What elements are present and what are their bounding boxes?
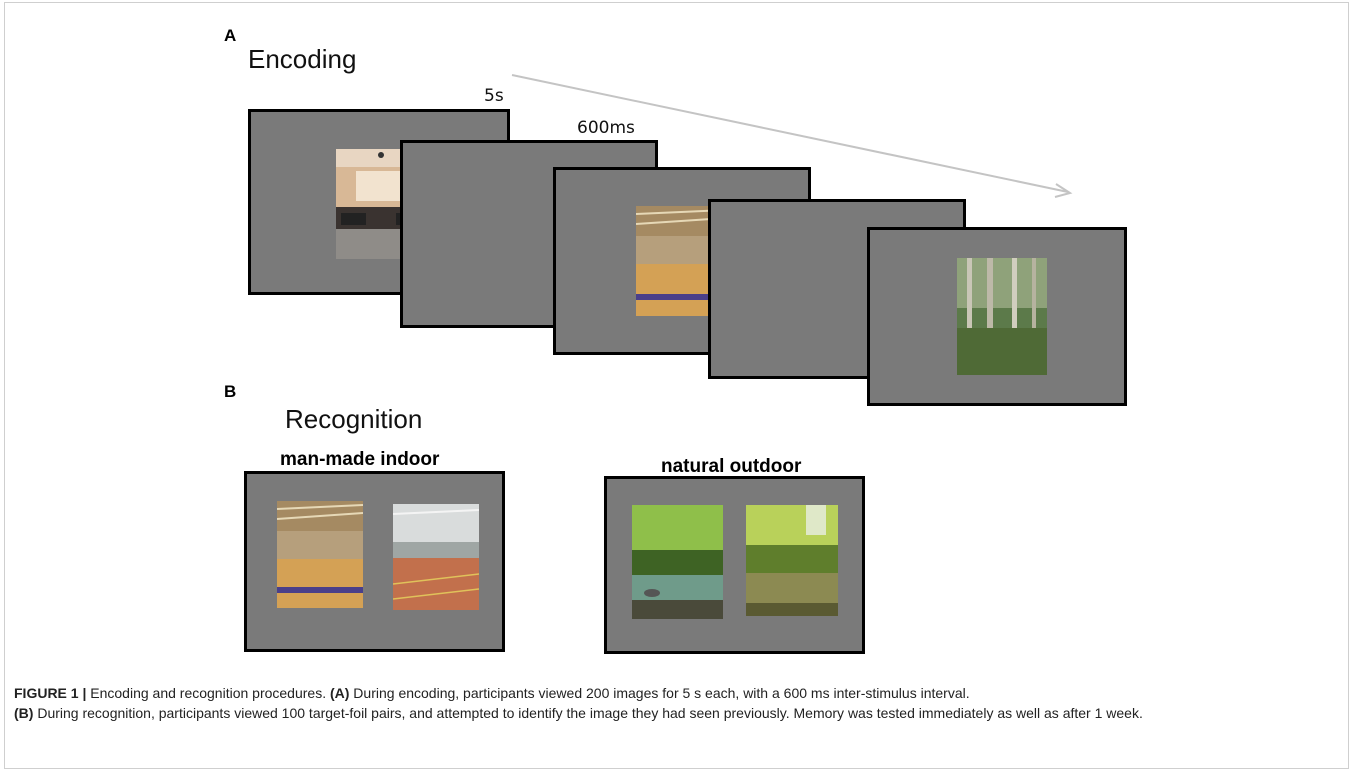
- timing-isi-label: 600ms: [577, 118, 635, 138]
- stream-image-foil: [746, 505, 838, 616]
- caption-intro: Encoding and recognition procedures.: [86, 685, 330, 701]
- recognition-screen-outdoor: [604, 476, 865, 654]
- caption-a-tag: (A): [329, 685, 350, 701]
- stream-image-target: [632, 505, 723, 619]
- figure-label: FIGURE 1 |: [14, 685, 87, 701]
- natural-outdoor-label: natural outdoor: [661, 456, 802, 477]
- recognition-screen-indoor: [244, 471, 505, 652]
- caption-b-text: During recognition, participants viewed …: [33, 705, 1143, 721]
- panel-a-letter: A: [224, 26, 237, 45]
- encoding-screen-5: [867, 227, 1127, 406]
- caption-a-text: During encoding, participants viewed 200…: [349, 685, 970, 701]
- figure-caption: FIGURE 1 | Encoding and recognition proc…: [14, 683, 1334, 723]
- timing-stimulus-label: 5s: [484, 86, 504, 106]
- recognition-title: Recognition: [285, 404, 423, 434]
- caption-b-tag: (B): [14, 705, 34, 721]
- panel-b-letter: B: [224, 382, 237, 401]
- gym-image-target: [277, 501, 363, 608]
- man-made-indoor-label: man-made indoor: [280, 449, 440, 470]
- gym-image-foil: [393, 504, 479, 610]
- forest-image: [957, 258, 1047, 375]
- figure-frame: [4, 2, 1349, 769]
- encoding-title: Encoding: [248, 44, 357, 74]
